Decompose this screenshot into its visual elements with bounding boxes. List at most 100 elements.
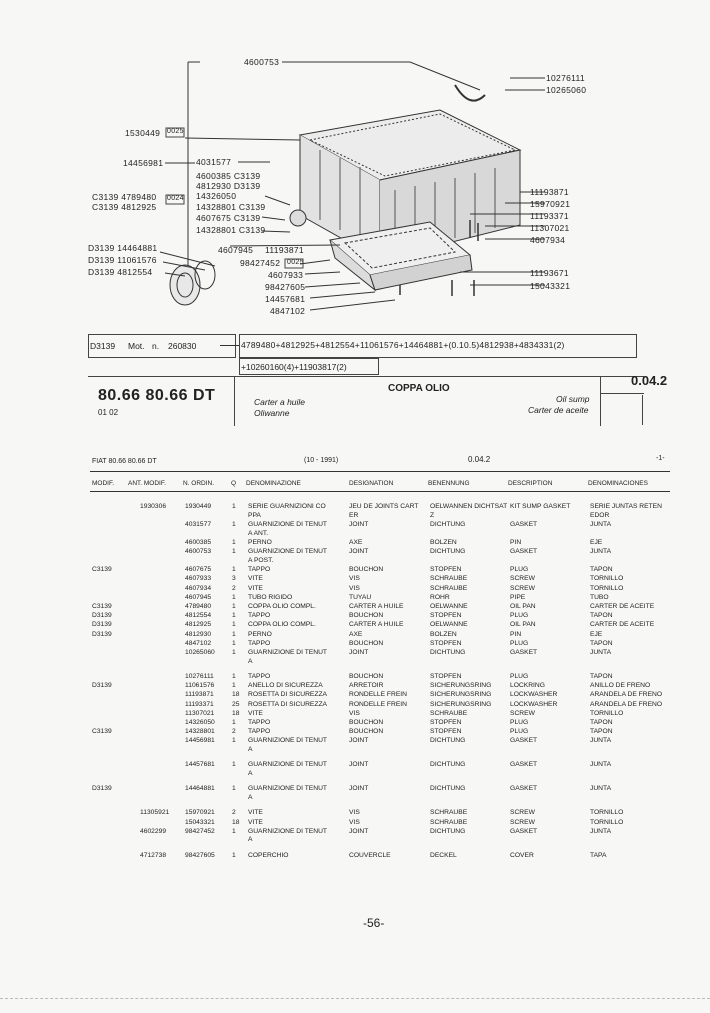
part-number-cell: 14326050	[185, 719, 215, 726]
denominaciones-cell: ARANDELA DE FRENO	[590, 691, 663, 699]
exploded-view-diagram	[159, 61, 545, 311]
callout-label: 14328801 C3139	[196, 225, 266, 235]
denominazione-cell: GUARNIZIONE DI TENUT	[248, 761, 328, 769]
header-ant-modif: ANT. MODIF.	[128, 480, 166, 487]
description-cell: LOCKRING	[510, 682, 545, 690]
benennung-cell: SICHERUNGSRING	[430, 700, 492, 708]
description-cell: PLUG	[510, 639, 529, 647]
part-number-cell: 14456981	[185, 737, 215, 745]
denominaciones-cell: TORNILLO	[590, 709, 624, 717]
ant-modif-cell: 4602299	[140, 827, 167, 835]
callout-label: 15043321	[530, 281, 571, 291]
quantity-cell: 1	[232, 827, 236, 835]
description-cell: PLUG	[510, 719, 529, 726]
denominazione-cell: A	[248, 745, 253, 753]
designation-cell: BOUCHON	[349, 673, 384, 680]
denominazione-cell: GUARNIZIONE DI TENUT	[248, 548, 328, 556]
denominaciones-cell: TORNILLO	[590, 575, 624, 583]
mod-parts: 4789480+4812925+4812554+11061576+1446488…	[241, 340, 565, 350]
callout-label: C3139 4812925	[92, 202, 157, 212]
description-cell: PIN	[510, 539, 522, 546]
title-divider-right	[600, 376, 601, 426]
denominaciones-cell: ARANDELA DE FRENO	[590, 700, 663, 708]
denominaciones-cell: TAPA	[590, 851, 607, 859]
designation-cell: JEU DE JOINTS CART	[349, 503, 419, 510]
description-cell: GASKET	[510, 785, 538, 793]
benennung-cell: STOPFEN	[430, 673, 462, 680]
denominazione-cell: TAPPO	[248, 566, 271, 574]
part-number-cell: 4607945	[185, 593, 212, 601]
callout-label: D3139 14464881	[88, 243, 158, 253]
header-modif: MODIF.	[92, 480, 115, 487]
designation-cell: JOINT	[349, 649, 369, 656]
designation-cell: RONDELLE FREIN	[349, 691, 407, 699]
callout-label: 4847102	[270, 306, 306, 316]
description-cell: GASKET	[510, 761, 538, 769]
quantity-cell: 2	[232, 728, 236, 736]
benennung-cell: SCHRAUBE	[430, 809, 468, 817]
part-number-cell: 11193871	[185, 691, 214, 699]
callout-label: 4600385 C3139	[196, 171, 261, 181]
table-row: A	[0, 793, 710, 802]
benennung-cell: DICHTUNG	[430, 548, 466, 556]
callout-label: 14328801 C3139	[196, 202, 266, 212]
table-section: 0.04.2	[468, 455, 491, 464]
description-cell: COVER	[510, 851, 534, 859]
title-top-rule	[88, 376, 644, 377]
denominazione-cell: GUARNIZIONE DI TENUT	[248, 737, 328, 745]
benennung-cell: BOLZEN	[430, 630, 457, 638]
description-cell: PLUG	[510, 673, 529, 680]
callout-label: 11307021	[530, 223, 570, 233]
description-cell: PIPE	[510, 593, 526, 601]
denominazione-cell: ROSETTA DI SICUREZZA	[248, 700, 328, 708]
benennung-cell: SCHRAUBE	[430, 575, 468, 583]
benennung-cell: OELWANNE	[430, 603, 468, 610]
part-number-cell: 14457681	[185, 761, 215, 769]
table-row: A	[0, 745, 710, 754]
denominaciones-cell: CARTER DE ACEITE	[590, 621, 655, 629]
denominazione-cell: A	[248, 769, 253, 777]
quantity-cell: 1	[232, 621, 236, 629]
benennung-cell: STOPFEN	[430, 728, 462, 736]
quantity-cell: 18	[232, 709, 240, 717]
quantity-cell: 1	[232, 737, 236, 745]
part-number-cell: 4600753	[185, 548, 212, 556]
table-date: (10 - 1991)	[304, 457, 339, 464]
callout-label: D3139 4812554	[88, 267, 153, 277]
callout-box-label: 0024	[167, 195, 184, 202]
part-number-cell: 4812930	[185, 630, 212, 638]
table-page-marker: -1-	[656, 455, 665, 462]
denominazione-cell: TUBO RIGIDO	[248, 593, 293, 601]
part-number-cell: 4812554	[185, 612, 212, 620]
denominaciones-cell: TAPON	[590, 639, 613, 647]
denominazione-cell: TAPPO	[248, 673, 271, 680]
denominazione-cell: TAPPO	[248, 612, 271, 620]
benennung-cell: STOPFEN	[430, 612, 462, 620]
part-number-cell: 14464881	[185, 785, 215, 793]
denominazione-cell: ANELLO DI SICUREZZA	[248, 682, 323, 690]
callout-label: 14456981	[123, 158, 164, 168]
benennung-cell: DECKEL	[430, 851, 457, 859]
callout-label: 4607933	[268, 270, 304, 280]
bottom-edge-rule	[0, 998, 710, 999]
quantity-cell: 18	[232, 691, 240, 699]
part-number-cell: 11061576	[185, 682, 215, 690]
part-number-cell: 11307021	[185, 709, 215, 717]
benennung-cell: DICHTUNG	[430, 827, 466, 835]
ant-modif-cell: 11305921	[140, 809, 170, 817]
header-designation: DESIGNATION	[349, 480, 394, 487]
description-cell: PLUG	[510, 612, 529, 620]
quantity-cell: 2	[232, 584, 236, 592]
callout-label: 4600753	[244, 57, 280, 67]
denominazione-cell: PERNO	[248, 630, 272, 638]
